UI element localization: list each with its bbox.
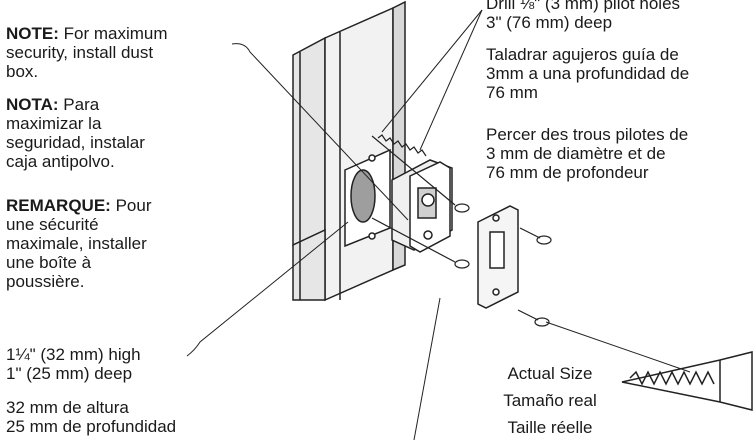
strike-screws <box>517 227 552 327</box>
note-french: REMARQUE: Pour une sécurité maximale, in… <box>6 196 238 291</box>
actual-size-french: Taille réelle <box>507 418 593 437</box>
dust-box-size-english: 1¼" (32 mm) high 1" (25 mm) deep <box>6 345 141 383</box>
actual-size-english: Actual Size <box>507 364 593 383</box>
note-english-text: For maximum security, install dust box. <box>6 24 168 81</box>
note-english-label: NOTE: <box>6 24 59 43</box>
note-spanish-text: Para maximizar la seguridad, instalar ca… <box>6 95 145 171</box>
note-french-label: REMARQUE: <box>6 196 111 215</box>
note-french-text: Pour une sécurité maximale, installer un… <box>6 196 152 291</box>
strike-plate <box>477 205 519 309</box>
note-english: NOTE: For maximum security, install dust… <box>6 24 238 81</box>
actual-size-screw <box>621 351 753 411</box>
note-spanish-label: NOTA: <box>6 95 59 114</box>
long-screws <box>371 134 470 269</box>
pilot-holes-english: Drill ⅛" (3 mm) pilot holes 3" (76 mm) d… <box>486 0 681 32</box>
dust-box-size-spanish: 32 mm de altura 25 mm de profundidad <box>6 398 177 436</box>
leader-lines <box>186 9 691 440</box>
pilot-holes-spanish: Taladrar agujeros guía de 3mm a una prof… <box>486 45 690 102</box>
actual-size-spanish: Tamaño real <box>503 391 597 410</box>
pilot-holes-french: Percer des trous pilotes de 3 mm de diam… <box>486 125 689 182</box>
deadbolt-latch <box>391 159 453 253</box>
note-spanish: NOTA: Para maximizar la seguridad, insta… <box>6 95 238 171</box>
